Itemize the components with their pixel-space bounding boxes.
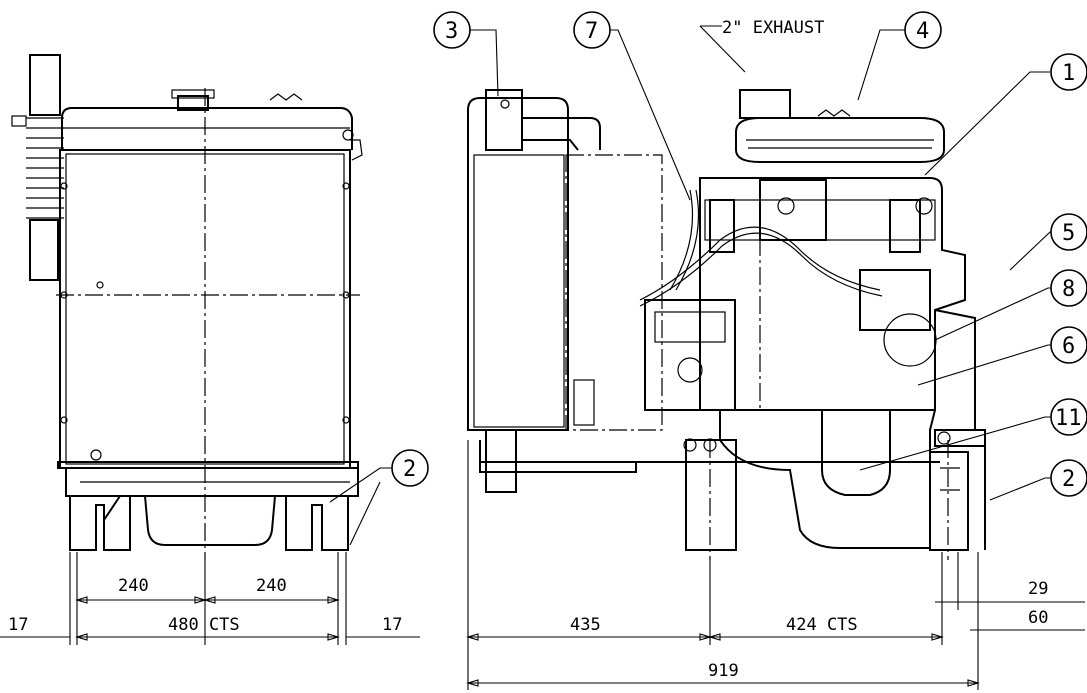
dimensions — [0, 440, 1085, 690]
svg-text:1: 1 — [1062, 61, 1075, 86]
air-cleaner — [735, 117, 945, 163]
callout-4 — [904, 11, 942, 49]
dim-left-cts: 480 CTS — [168, 615, 240, 635]
side-view — [467, 89, 986, 560]
callout-1 — [1050, 53, 1087, 91]
callout-8 — [1050, 269, 1087, 307]
svg-text:8: 8 — [1062, 277, 1075, 302]
callout-11 — [1050, 398, 1087, 436]
callout-7 — [573, 11, 611, 49]
dim-right-offset-b: 60 — [1028, 608, 1048, 628]
callout-5 — [1050, 213, 1087, 251]
engine-block — [699, 177, 966, 411]
front-mount — [685, 439, 737, 551]
dim-right-front: 435 — [570, 615, 601, 635]
oil-pan — [719, 409, 936, 549]
callout-6 — [1050, 326, 1087, 364]
dim-left-edge-a: 17 — [8, 615, 28, 635]
dim-left-edge-b: 17 — [382, 615, 402, 635]
dim-right-cts: 424 CTS — [786, 615, 858, 635]
callouts: 3 7 4 1 5 8 6 11 2 2 — [329, 11, 1087, 546]
svg-text:7: 7 — [585, 19, 598, 44]
front-view — [11, 54, 363, 560]
callout-3 — [433, 11, 471, 49]
svg-text:5: 5 — [1062, 221, 1075, 246]
svg-text:6: 6 — [1062, 334, 1075, 359]
callout-2-right — [1050, 459, 1087, 497]
oil-filter-icon — [883, 313, 937, 367]
dim-right-offset-a: 29 — [1028, 579, 1048, 599]
radiator-side — [467, 97, 569, 431]
exhaust-label: 2" EXHAUST — [722, 18, 824, 38]
injection-pump — [644, 299, 736, 411]
callout-2-left — [391, 449, 429, 487]
svg-text:2: 2 — [403, 457, 416, 482]
exhaust-stack — [29, 54, 61, 116]
svg-text:4: 4 — [916, 19, 929, 44]
rear-mount — [929, 451, 969, 551]
svg-text:2: 2 — [1062, 467, 1075, 492]
radiator-cap-icon — [177, 95, 209, 111]
dim-right-total: 919 — [708, 661, 739, 681]
dim-left-half-a: 240 — [118, 576, 149, 596]
svg-text:3: 3 — [445, 19, 458, 44]
dim-left-half-b: 240 — [256, 576, 287, 596]
exhaust-outlet — [739, 89, 791, 119]
svg-text:11: 11 — [1055, 406, 1082, 431]
